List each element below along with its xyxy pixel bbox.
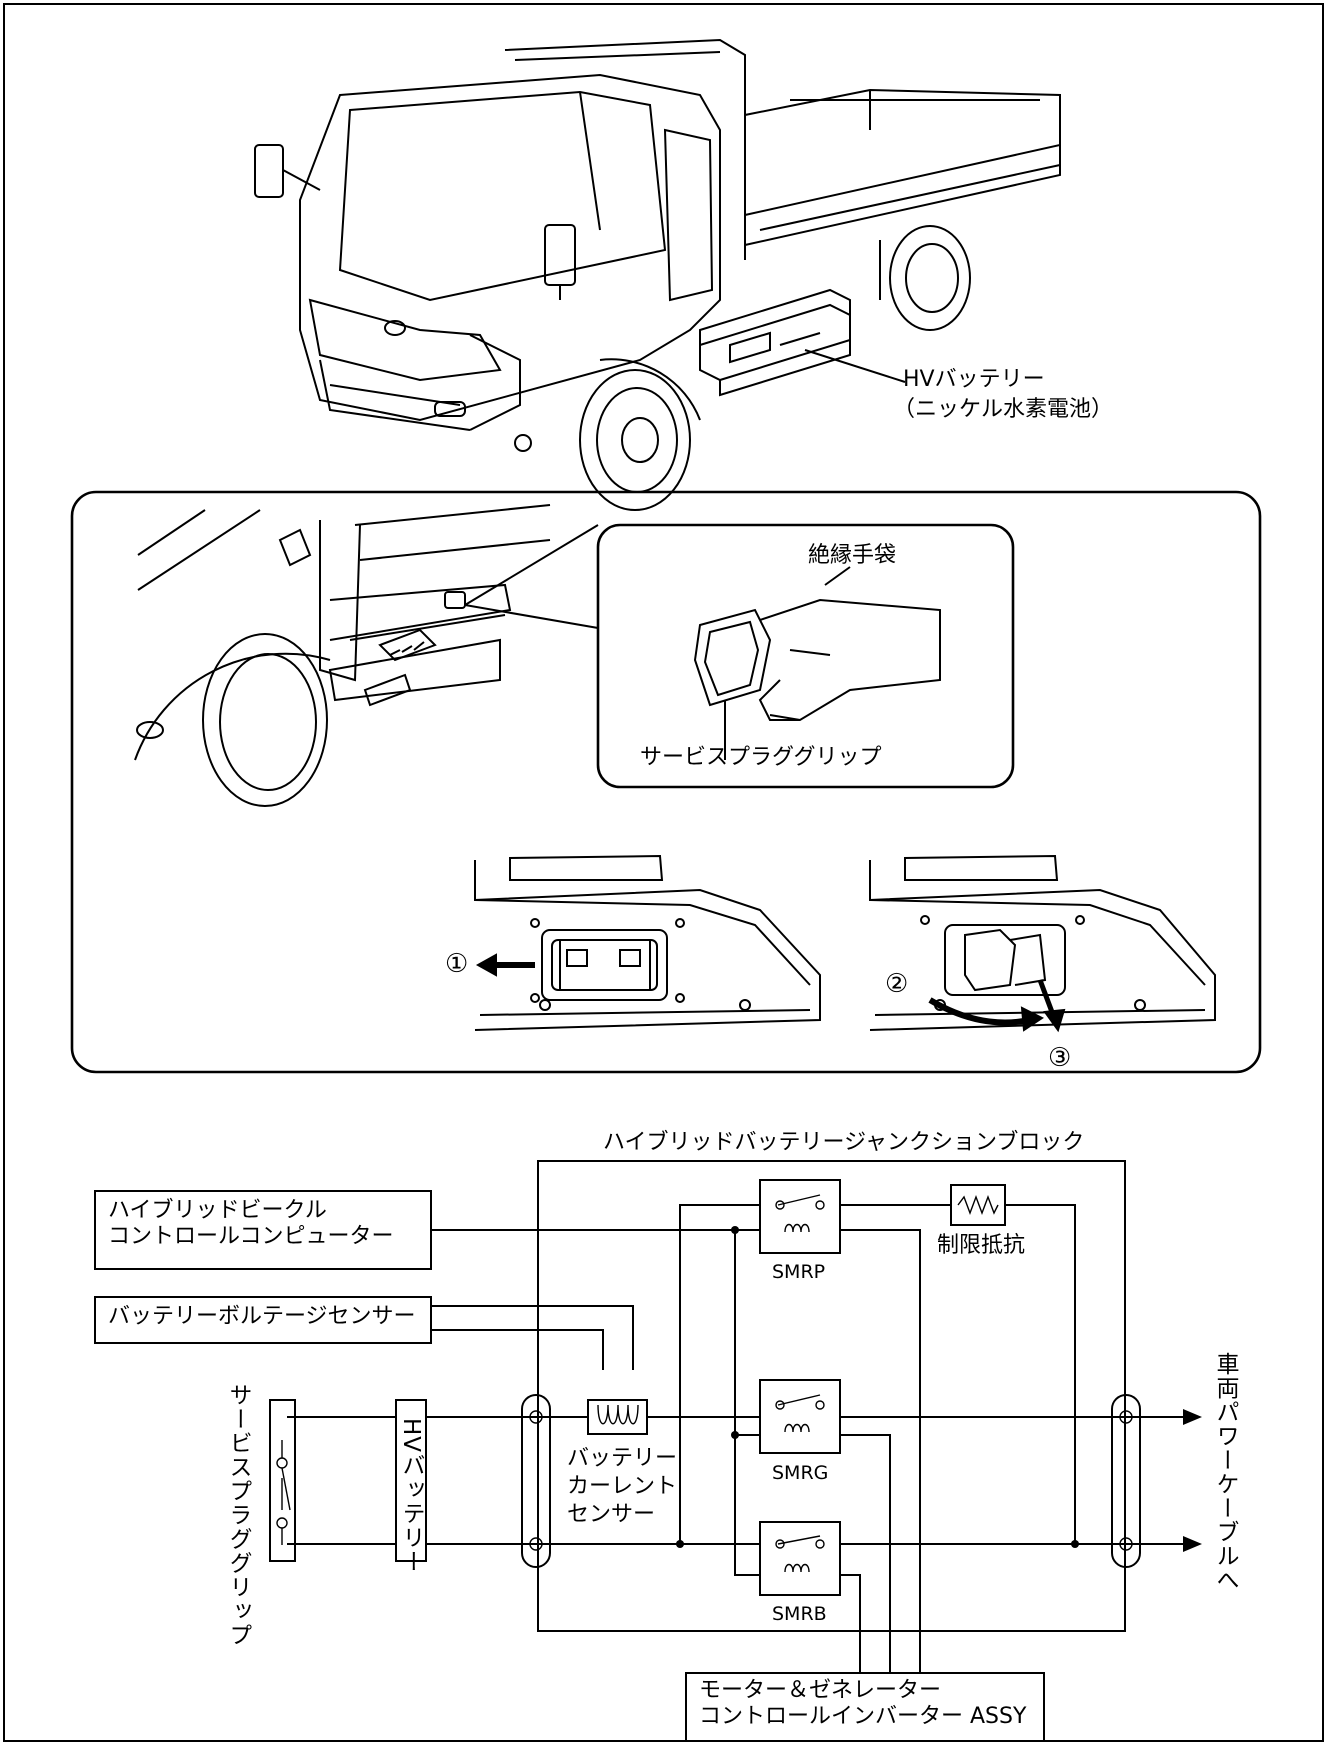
smrg-label: SMRG [772,1462,829,1484]
service-plug-grip-label: サービスプラググリップ [225,1383,251,1647]
hv-computer-box: ハイブリッドビークル コントロールコンピューター [94,1190,432,1270]
plug-removal-step-illustration [474,854,821,1031]
glove-label: 絶縁手袋 [808,543,897,568]
circuit-diagram [269,1160,1202,1672]
grip-label: サービスプラググリップ [640,745,882,770]
to-power-cable-label: 車両パワーケーブルへ [1212,1352,1238,1592]
hv-computer-line1: ハイブリッドビークル [108,1198,327,1223]
limit-resistor-label: 制限抵抗 [937,1233,1026,1258]
current-sensor-line1: バッテリー [567,1446,678,1471]
step-2-label: ② [885,969,909,999]
plug-pullout-step-illustration [869,854,1216,1033]
gloved-hand-illustration [693,566,941,760]
voltage-sensor-box: バッテリーボルテージセンサー [94,1296,432,1344]
current-sensor-line2: カーレント [567,1474,678,1499]
current-sensor-line3: センサー [567,1502,656,1527]
junction-block-title: ハイブリッドバッテリージャンクションブロック [603,1130,1085,1155]
hv-battery-vertical-label: HVバッテリー [398,1418,424,1574]
voltage-sensor-label: バッテリーボルテージセンサー [108,1304,416,1329]
inverter-box: モーター＆ゼネレーター コントロールインバーター ASSY [685,1672,1045,1742]
page-frame [3,3,1324,1742]
inverter-line1: モーター＆ゼネレーター [699,1678,942,1703]
zoom-inset [596,523,1015,789]
procedure-panel [70,490,1262,1074]
inverter-line2: コントロールインバーター ASSY [699,1704,1027,1729]
hv-battery-label-2: （ニッケル水素電池） [893,397,1114,422]
hv-battery-label-1: HVバッテリー [903,367,1045,392]
step-1-label: ① [445,949,469,979]
battery-closeup-illustration [134,504,599,807]
truck-illustration [254,38,1061,511]
smrp-label: SMRP [772,1261,826,1283]
step-3-label: ③ [1048,1043,1072,1073]
smrb-label: SMRB [772,1603,827,1625]
hv-computer-line2: コントロールコンピューター [108,1224,394,1249]
